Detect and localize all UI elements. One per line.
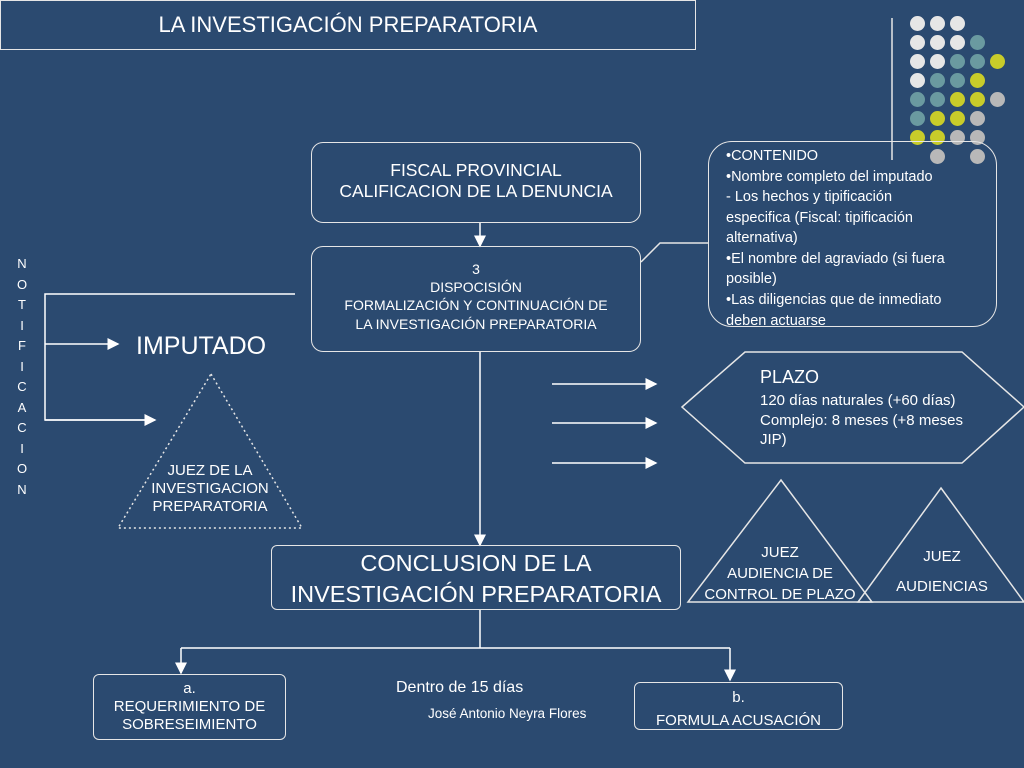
contenido-text: •CONTENIDO •Nombre completo del imputado…: [726, 148, 945, 329]
acusacion-box: b. FORMULA ACUSACIÓN: [634, 682, 843, 730]
notificacion-letter: O: [16, 461, 28, 476]
decorative-dot: [970, 92, 985, 107]
decorative-dot: [950, 54, 965, 69]
notificacion-letter: F: [18, 338, 26, 353]
decorative-dot: [970, 73, 985, 88]
decorative-dot: [910, 35, 925, 50]
conclusion-box: CONCLUSION DE LA INVESTIGACIÓN PREPARATO…: [271, 545, 681, 610]
notificacion-letter: O: [16, 276, 28, 292]
notificacion-letter: C: [17, 420, 27, 435]
dentro-de-15-dias-label: Dentro de 15 días: [396, 679, 524, 696]
decorative-dot: [910, 73, 925, 88]
notificacion-letter: I: [20, 440, 24, 456]
decorative-dot: [990, 92, 1005, 107]
imputado-label: IMPUTADO: [136, 332, 267, 360]
decorative-dot: [930, 35, 945, 50]
requerimiento-text: a. REQUERIMIENTO DE SOBRESEIMIENTO: [113, 680, 266, 733]
notificacion-letter: A: [17, 399, 27, 415]
juez-audiencias-label: AUDIENCIAS: [896, 578, 988, 595]
notificacion-letter: I: [20, 317, 24, 333]
disposicion-text: 3 DISPOCISIÓN FORMALIZACIÓN Y CONTINUACI…: [344, 261, 608, 332]
decorative-dot: [910, 92, 925, 107]
plazo-text: 120 días naturales (+60 días) Complejo: …: [760, 392, 963, 448]
acusacion-text: b. FORMULA ACUSACIÓN: [655, 689, 822, 730]
decorative-dot: [930, 92, 945, 107]
notificacion-letter: T: [18, 297, 26, 312]
notificacion-letter: N: [17, 481, 27, 497]
conclusion-text: CONCLUSION DE LA INVESTIGACIÓN PREPARATO…: [290, 550, 662, 607]
decorative-dot: [950, 73, 965, 88]
decorative-dot: [910, 54, 925, 69]
notificacion-letter: I: [20, 358, 24, 374]
page-title: LA INVESTIGACIÓN PREPARATORIA: [158, 12, 538, 37]
decorative-dot: [970, 54, 985, 69]
requerimiento-box: a. REQUERIMIENTO DE SOBRESEIMIENTO: [93, 674, 286, 740]
disposicion-box: 3 DISPOCISIÓN FORMALIZACIÓN Y CONTINUACI…: [311, 246, 641, 352]
decorative-dot: [950, 16, 965, 31]
juez-audiencias-title: JUEZ: [923, 548, 961, 565]
decorative-dot: [930, 73, 945, 88]
decorative-dot-grid: [910, 16, 1020, 166]
decorative-dot: [990, 54, 1005, 69]
contenido-box: •CONTENIDO •Nombre completo del imputado…: [708, 141, 997, 329]
notificacion-letter: N: [17, 256, 27, 271]
fiscal-provincial-text: FISCAL PROVINCIAL CALIFICACION DE LA DEN…: [339, 160, 613, 201]
plazo-heading: PLAZO: [760, 367, 820, 387]
decorative-dot: [950, 111, 965, 126]
decorative-dot: [930, 54, 945, 69]
decorative-dot: [970, 35, 985, 50]
decorative-dot: [950, 35, 965, 50]
juez-control-plazo-text: JUEZ AUDIENCIA DE CONTROL DE PLAZO: [704, 544, 856, 603]
decorative-dot: [930, 16, 945, 31]
decorative-dot: [910, 16, 925, 31]
decorative-dot: [910, 111, 925, 126]
page-title-box: LA INVESTIGACIÓN PREPARATORIA: [0, 0, 696, 50]
decorative-dot: [930, 149, 945, 164]
juez-investigacion-text: JUEZ DE LA INVESTIGACION PREPARATORIA: [151, 462, 269, 515]
decorative-dot: [970, 111, 985, 126]
author-credit: José Antonio Neyra Flores: [428, 706, 587, 721]
fiscal-provincial-box: FISCAL PROVINCIAL CALIFICACION DE LA DEN…: [311, 142, 641, 223]
notificacion-letter: C: [17, 379, 27, 394]
decorative-dot: [950, 92, 965, 107]
decorative-dot: [930, 111, 945, 126]
